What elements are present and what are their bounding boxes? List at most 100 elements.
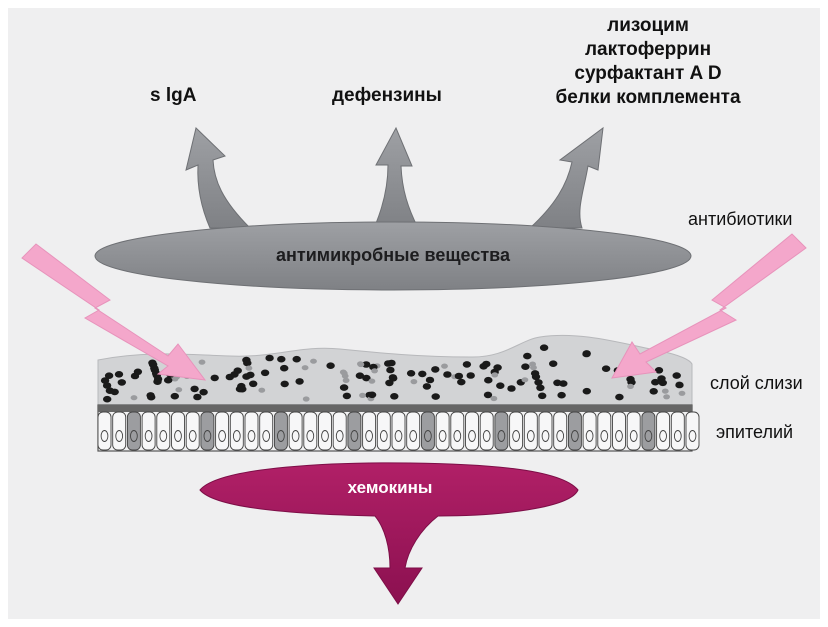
epithelial-cell (113, 412, 126, 450)
mucus-particle-dark (249, 381, 257, 388)
mucus-particle-dark (153, 378, 161, 385)
epithelial-cell (377, 412, 390, 450)
mucus-particle-dark (532, 374, 540, 381)
mucus-particle-dark (479, 363, 487, 370)
mucus-particle-dark (675, 382, 683, 389)
mucus-particle-dark (389, 375, 397, 382)
epithelial-cell (495, 412, 508, 450)
mucus-particle-dark (583, 388, 591, 395)
mucus-particle-dark (602, 365, 610, 372)
mucus-particle-dark (111, 389, 119, 396)
mucus-particle-dark (134, 369, 142, 376)
mucus-particle-light (411, 379, 418, 384)
mucus-particle-light (258, 388, 265, 393)
epithelial-cell (333, 412, 346, 450)
epithelial-cell (524, 412, 537, 450)
mucus-particle-dark (673, 372, 681, 379)
mucus-particle-light (530, 365, 537, 370)
epithelial-cell (172, 412, 185, 450)
mucus-particle-dark (484, 392, 492, 399)
label-lactoferrin: лактоферрин (538, 38, 758, 62)
mucus-particle-light (662, 389, 669, 394)
epithelial-cell (657, 412, 670, 450)
mucus-particle-dark (356, 372, 364, 379)
epithelial-cell (568, 412, 581, 450)
mucus-particle-dark (384, 360, 392, 367)
mucus-particle-light (131, 395, 138, 400)
epithelial-cell (613, 412, 626, 450)
mucus-particle-dark (651, 379, 659, 386)
arrow-siga (186, 128, 250, 228)
epithelial-cell (598, 412, 611, 450)
label-surfactant: сурфактант A D (538, 62, 758, 86)
mucus-particle-dark (493, 364, 501, 371)
mucus-particle-dark (557, 392, 565, 399)
epithelial-cell (627, 412, 640, 450)
mucus-particle-light (199, 360, 206, 365)
mucus-particle-dark (507, 385, 515, 392)
epithelial-cell (201, 412, 214, 450)
mucus-particle-light (371, 368, 378, 373)
mucus-particle-dark (423, 383, 431, 390)
mucus-particle-dark (277, 356, 285, 363)
arrow-right (530, 128, 603, 228)
epithelial-cell (363, 412, 376, 450)
epithelial-cell (348, 412, 361, 450)
epithelial-cell (245, 412, 258, 450)
mucus-particle-dark (536, 385, 544, 392)
epithelial-cell (157, 412, 170, 450)
epithelial-cell (142, 412, 155, 450)
mucus-particle-dark (523, 353, 531, 360)
label-mucus: слой слизи (710, 373, 803, 394)
epithelial-cell (510, 412, 523, 450)
mucus-particle-dark (368, 392, 376, 399)
epithelial-cell (466, 412, 479, 450)
mucus-particle-dark (199, 389, 207, 396)
mucus-particle-dark (418, 371, 426, 378)
mucus-particle-light (310, 359, 317, 364)
mucus-particle-dark (103, 382, 111, 389)
mucus-particle-light (522, 377, 529, 382)
mucus-particle-dark (484, 377, 492, 384)
mucus-particle-dark (193, 394, 201, 401)
epithelial-cell (436, 412, 449, 450)
label-antimicrobial: антимикробные вещества (240, 245, 546, 266)
mucus-particle-light (246, 366, 253, 371)
mucus-particle-dark (582, 351, 590, 358)
mucus-particle-dark (118, 379, 126, 386)
mucus-particle-dark (655, 367, 663, 374)
mucus-particle-dark (261, 370, 269, 377)
mucus-particle-dark (171, 393, 179, 400)
mucus-particle-dark (455, 373, 463, 380)
epithelial-cell (98, 412, 111, 450)
epithelial-cell (407, 412, 420, 450)
label-antibiotics: антибиотики (688, 209, 792, 230)
epithelial-cell (186, 412, 199, 450)
mucus-particle-dark (443, 371, 451, 378)
mucus-particle-dark (246, 372, 254, 379)
mucus-particle-light (342, 373, 349, 378)
mucus-particle-dark (407, 370, 415, 377)
mucus-particle-dark (467, 372, 475, 379)
mucus-particle-dark (340, 384, 348, 391)
mucus-particle-dark (521, 363, 529, 370)
mucus-particle-dark (295, 378, 303, 385)
mucus-particle-light (491, 396, 498, 401)
mucus-particle-dark (115, 371, 123, 378)
mucus-particle-dark (538, 393, 546, 400)
epithelial-cell (216, 412, 229, 450)
epithelial-cell (642, 412, 655, 450)
mucus-particle-dark (343, 393, 351, 400)
epithelial-cell (274, 412, 287, 450)
mucus-particle-light (491, 372, 498, 377)
label-right-stack: лизоцим лактоферрин сурфактант A D белки… (538, 14, 758, 110)
mucus-particle-light (303, 396, 310, 401)
mucus-particle-dark (432, 393, 440, 400)
mucus-particle-dark (293, 356, 301, 363)
epithelial-cell (451, 412, 464, 450)
mucus-particle-dark (457, 379, 465, 386)
mucus-particle-dark (549, 360, 557, 367)
mucus-particle-light (679, 391, 686, 396)
epithelial-cell (480, 412, 493, 450)
